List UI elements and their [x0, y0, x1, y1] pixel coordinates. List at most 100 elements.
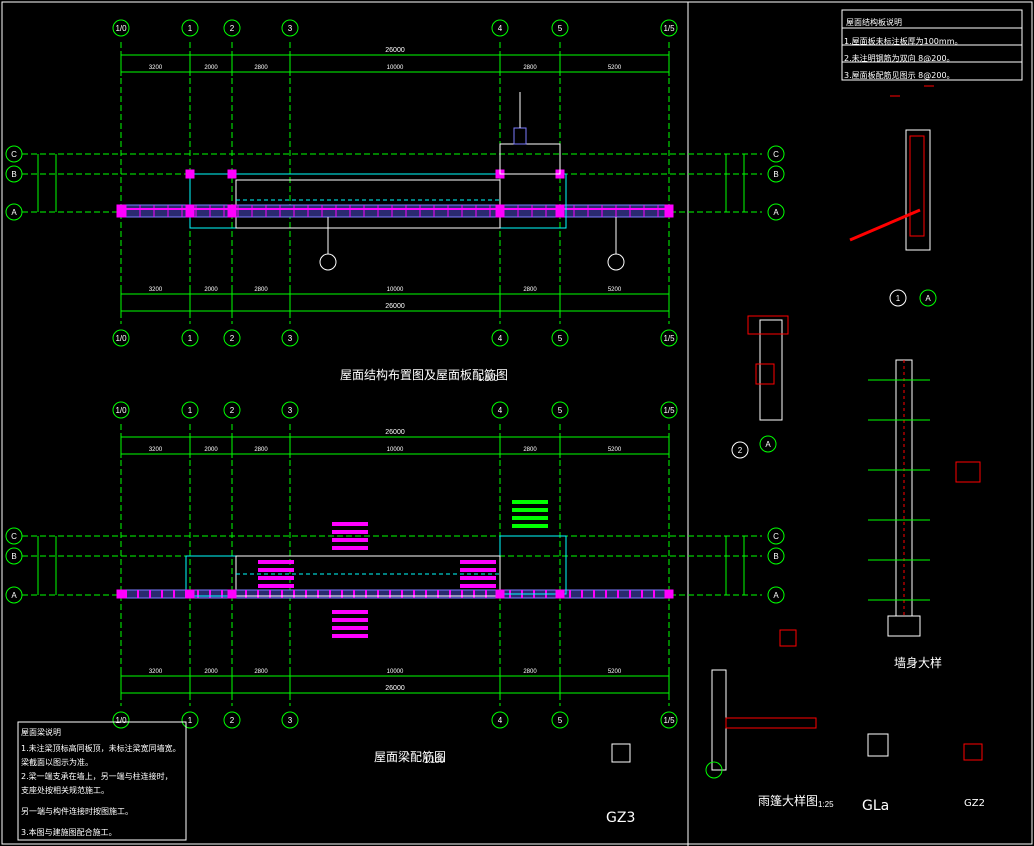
detail2-wall — [759, 319, 783, 421]
parapet-detail-title: 雨篷大样图 — [758, 794, 819, 808]
plan1-axis-left-label-1: B — [11, 170, 16, 179]
plan1-scale: 1:100 — [478, 374, 499, 383]
plan2-axis-top-label-5: 5 — [558, 406, 563, 415]
plan1-axis-top-label-1: 1 — [188, 24, 193, 33]
detail2-axis-bubble — [759, 435, 777, 453]
plan2-axis-left-label-1: B — [11, 552, 16, 561]
parapet-slab — [725, 717, 817, 729]
notes-top-line-2: 2.未注明钢筋为双向 8@200。 — [844, 54, 955, 63]
plan2-annotation-3-2 — [460, 576, 496, 580]
plan1-axis-right-label-2: A — [773, 208, 779, 217]
notes-top-line-3: 3.屋面板配筋见图示 8@200。 — [844, 71, 955, 80]
gz2-top-section — [779, 629, 797, 647]
plan2-axis-bot-bubble-0 — [112, 711, 130, 729]
plan2-axis-bot-bubble-3 — [281, 711, 299, 729]
plan2-dim-seg-bot-0: 3200 — [149, 669, 163, 675]
plan2-annotation-0-3 — [332, 546, 368, 550]
plan2-column-3 — [495, 589, 505, 599]
plan2-annotation-4-0 — [512, 500, 548, 504]
plan2-axis-top-bubble-4 — [491, 401, 509, 419]
plan1-axis-top-label-3: 3 — [288, 24, 293, 33]
plan2-dim-total-top-text: 26000 — [385, 429, 405, 436]
plan1-dim-seg-top-5: 5200 — [608, 65, 622, 71]
detail2-bubble-text: 2 — [738, 446, 743, 455]
notes-bottom-line-6: 3.本图与建施图配合施工。 — [21, 828, 117, 837]
plan2-dim-seg-bot-1: 2000 — [204, 669, 218, 675]
parapet-axis-bubble — [705, 761, 723, 779]
plan2-axis-top-label-2: 2 — [230, 406, 235, 415]
plan2-axis-top-label-4: 4 — [498, 406, 503, 415]
plan1-dim-seg-bot-0: 3200 — [149, 287, 163, 293]
detail2-beam — [747, 315, 789, 335]
plan2-axis-bot-label-4: 4 — [498, 716, 503, 725]
detail1-bubble — [889, 289, 907, 307]
plan2-scale: 1:100 — [424, 756, 445, 765]
plan2-axis-left-bubble-2 — [5, 586, 23, 604]
plan2-axis-bot-label-1: 1 — [188, 716, 193, 725]
detail2-axis-text: A — [765, 440, 771, 449]
plan2-annotation-1-0 — [332, 610, 368, 614]
plan2-annotation-0-2 — [332, 538, 368, 542]
wall-detail-lintel-section — [955, 461, 981, 483]
plan2-column-1 — [185, 589, 195, 599]
plan2-axis-top-label-0: 1/0 — [115, 406, 127, 415]
plan1-section-1 — [319, 253, 337, 271]
parapet-wall — [711, 669, 727, 771]
plan2-axis-left-bubble-1 — [5, 547, 23, 565]
plan2-axis-bot-bubble-5 — [551, 711, 569, 729]
plan2-dim-seg-top-1: 2000 — [204, 447, 218, 453]
detail2-lintel — [755, 363, 775, 385]
plan1-axis-bot-bubble-1 — [181, 329, 199, 347]
notes-bottom-line-3: 2.梁一端支承在墙上，另一端与柱连接时， — [21, 772, 173, 781]
plan2-annotation-2-2 — [258, 576, 294, 580]
plan2-axis-top-bubble-6 — [660, 401, 678, 419]
plan2-axis-right-bubble-2 — [767, 586, 785, 604]
plan1-dim-seg-bot-2: 2800 — [254, 287, 268, 293]
notes-top-line-1: 1.屋面板未标注板厚为100mm。 — [844, 37, 963, 46]
detail2-bubble — [731, 441, 749, 459]
plan1-axis-top-bubble-0 — [112, 19, 130, 37]
plan2-axis-top-bubble-5 — [551, 401, 569, 419]
plan1-column-2 — [227, 204, 237, 218]
plan1-axis-top-bubble-4 — [491, 19, 509, 37]
plan1-axis-bot-label-6: 1/5 — [663, 334, 675, 343]
plan1-axis-bot-label-1: 1 — [188, 334, 193, 343]
plan2-dim-seg-bot-4: 2800 — [523, 669, 537, 675]
wall-detail-title: 墙身大样 — [894, 656, 943, 670]
plan1-dim-seg-bot-4: 2800 — [523, 287, 537, 293]
plan1-room-outline — [235, 179, 501, 229]
plan2-axis-bot-bubble-1 — [181, 711, 199, 729]
plan2-axis-right-bubble-1 — [767, 547, 785, 565]
plan2-axis-bot-label-2: 2 — [230, 716, 235, 725]
plan1-axis-bot-bubble-3 — [281, 329, 299, 347]
plan1-axis-bot-label-0: 1/0 — [115, 334, 127, 343]
plan2-axis-bot-bubble-4 — [491, 711, 509, 729]
plan2-axis-left-bubble-0 — [5, 527, 23, 545]
plan1-dim-seg-top-4: 2800 — [523, 65, 537, 71]
gla-section — [867, 733, 889, 757]
plan2-column-5 — [664, 589, 674, 599]
plan1-column-upper-0 — [185, 169, 195, 179]
plan2-bay-2 — [499, 535, 567, 595]
plan2-axis-top-bubble-0 — [112, 401, 130, 419]
plan1-dim-seg-top-2: 2800 — [254, 65, 268, 71]
plan1-axis-bot-bubble-6 — [660, 329, 678, 347]
plan1-title: 屋面结构布置图及屋面板配筋图 — [340, 368, 509, 382]
plan1-axis-right-label-0: C — [773, 150, 779, 159]
plan2-wall-a — [120, 589, 670, 599]
plan1-dim-seg-bot-1: 2000 — [204, 287, 218, 293]
plan2-annotation-1-2 — [332, 626, 368, 630]
plan1-axis-top-label-5: 5 — [558, 24, 563, 33]
plan1-section-2 — [607, 253, 625, 271]
plan2-dim-seg-top-3: 10000 — [387, 447, 404, 453]
gla-title: GLa — [862, 798, 890, 814]
plan2-axis-left-label-2: A — [11, 591, 17, 600]
notes-top-header: 屋面结构板说明 — [846, 18, 902, 27]
plan2-annotation-2-0 — [258, 560, 294, 564]
plan2-column-2 — [227, 589, 237, 599]
plan2-annotation-2-1 — [258, 568, 294, 572]
plan2-dim-total-bot-text: 26000 — [385, 685, 405, 692]
plan2-axis-left-label-0: C — [11, 532, 17, 541]
plan1-column-0 — [116, 204, 126, 218]
